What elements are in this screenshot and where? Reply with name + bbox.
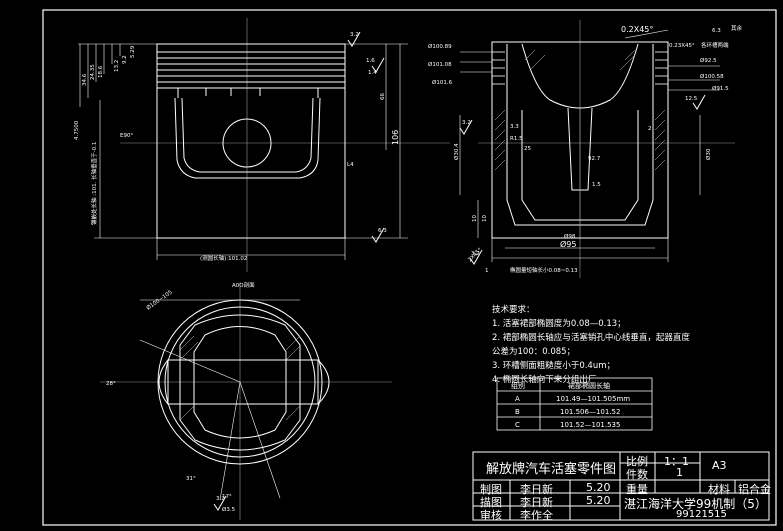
row-drafter-date: 5.20 [586,481,611,494]
row-reviewer-role: 审核 [480,509,502,522]
row-drafter-role: 制图 [480,483,502,496]
dim-small-2: L4 [347,162,354,168]
sec-dim-r1: Ø92.5 [700,57,717,64]
group-table-grid [496,377,653,431]
dim-left-4: 18.6 [98,65,104,78]
sec-bot-1: Ø95 [560,239,576,249]
sec-dim-r2: Ø100.58 [700,73,724,80]
dim-left-3: 13.2 [114,60,120,72]
table-row-c-label: C [515,421,520,429]
rough-7: 6.3 [712,28,721,34]
tech-heading: 技术要求： [492,305,535,315]
center-lines [100,18,735,520]
tech-item-5: 4. 椭圆长轴向下来分组出厂 [492,375,597,385]
rough-4: 12.5 [685,96,698,102]
dim-left-main: 镶嵌处长轴 :101. 长轴垂直于-0.1 [90,142,98,225]
sec-bot-note: 椭圆量短轴长小0.08~0.13 [510,266,578,274]
chamfer-right: 0.23X45° [669,43,695,49]
scale-label: 比例 [626,455,648,468]
qty-value: 1 [676,466,683,479]
sec-dim-l3: Ø101.6 [432,79,453,86]
material-label: 材料 [708,483,730,496]
material-value: 铝合金 [738,483,771,496]
sec-dim-l2: Ø101.08 [428,61,452,68]
bottom-view [139,299,330,511]
dim-height-66: 66 [380,93,386,100]
table-header-group: 组别 [511,381,525,390]
dim-left-6: 34.6 [82,73,88,86]
qty-label: 件数 [626,468,648,481]
table-row-b-label: B [515,408,520,416]
tech-requirements: 技术要求： 1. 活塞裙部椭圆度为0.08—0.13； 2. 裙部椭圆长轴应与活… [492,303,690,387]
sheet-size: A3 [712,459,727,472]
sheet-border [42,9,777,526]
table-header-axis: 裙部椭圆长轴 [568,381,610,390]
chamfer-top: 0.2X45° [621,25,653,34]
dim-bottom-front: (测圆长轴):101.02 [200,254,247,262]
chamfer-right-note: 各环槽两端 [701,41,729,49]
row-tracer-name: 李日新 [520,496,553,509]
sec-bot-2: Ø98 [564,233,576,240]
school-name: 湛江海洋大学99机制（5） [624,497,767,511]
dim-height-106: 106 [391,130,400,145]
weight-label: 重量 [626,483,648,496]
dim-left-7: 4.7500 [74,120,80,140]
sec-dim-r3: Ø91.5 [712,85,729,92]
student-id: 99121515 [676,509,727,520]
front-view [78,31,408,260]
tech-item-2: 2. 裙部椭圆长轴应与活塞销孔中心线垂直，起器直度 [492,333,690,343]
rough-6: 3.2 [350,32,359,38]
table-row-a-value: 101.49—101.505mm [556,395,630,403]
row-tracer-date: 5.20 [586,494,611,507]
row-tracer-role: 描图 [480,496,502,509]
sec-side-3: 3.3 [510,124,519,130]
row-reviewer-name: 李作全 [520,509,553,522]
sec-bot-3: 10 [472,215,478,222]
rough-2: 6.3 [378,228,387,234]
sec-side-6: 1.5 [592,182,601,188]
section-view [459,29,720,265]
tech-item-1: 1. 活塞裙部椭圆度为0.08—0.13； [492,319,626,329]
dim-left-2: 9.2 [122,55,128,64]
tech-item-4: 3. 环槽侧面粗糙度小于0.4um； [492,361,615,371]
tech-item-3: 公差为100：0.085； [492,347,576,357]
sec-bot-6: 1 [485,268,489,274]
bv-dim-3: 28° [106,381,116,387]
bv-dim-5: 17° [222,494,232,500]
sec-bot-4: 10 [482,215,488,222]
drawing-title: 解放牌汽车活塞零件图 [486,462,617,477]
table-row-c-value: 101.52—101.535 [560,421,620,429]
rough-1: 1.6 [366,58,375,64]
row-drafter-name: 李日新 [520,483,553,496]
table-row-a-label: A [515,395,520,403]
table-row-b-value: 101.506—101.52 [560,408,620,416]
roughness-note: 其余 [731,24,743,32]
rough-8: 3.2 [216,496,225,502]
rough-5: 3.2 [471,251,480,257]
sec-side-2: Ø30 [705,148,712,160]
sec-side-7: 92.7 [588,156,601,162]
dim-e90: E90° [120,133,133,139]
dim-left-5: 24.35 [90,64,96,80]
rough-3: 3.2 [462,120,471,126]
sec-side-4: R1.5 [510,136,523,142]
scale-value: 1：1 [664,455,689,468]
title-block-grid [472,451,770,521]
dim-left-1: 5.29 [130,45,136,58]
bv-dim-4: 31° [186,476,196,482]
sec-dim-l1: Ø100.89 [428,43,452,50]
sec-side-8: 2 [648,126,652,132]
sec-side-5: 25 [524,146,531,152]
dim-small-1: 1.4 [368,70,377,76]
bv-dim-2: A0O剖面 [232,281,255,289]
sec-side-1: Ø30.4 [453,143,460,160]
bv-dim-6: Ø3.5 [222,506,236,513]
